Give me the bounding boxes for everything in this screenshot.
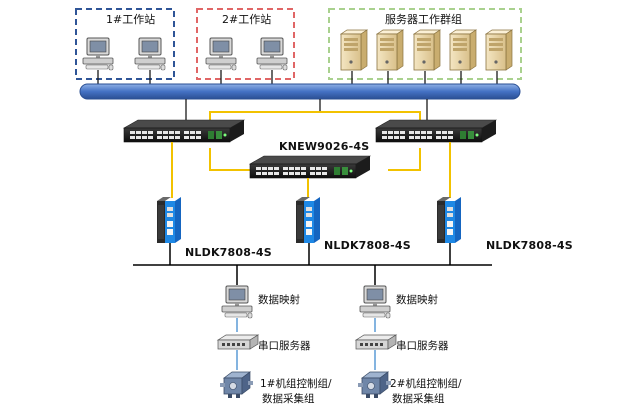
core-drop-lines [185,99,428,121]
access-switch-model-label-left: NLDK7808-4S [185,246,272,259]
unit-control-label-right-line1: 2#机组控制组/ [390,378,462,390]
unit-control-label-left-line1: 1#机组控制组/ [260,378,332,390]
workstation1-label: 1#工作站 [106,13,156,26]
data-mapping-label-right: 数据映射 [396,294,438,306]
workstation1-group-box [75,8,175,80]
core-switch-model-label: KNEW9026-4S [279,140,370,153]
unit-control-label-left-line2: 数据采集组 [262,393,315,405]
server-icon [340,29,368,71]
serial-server-icon [217,334,259,350]
server-group-box [328,8,522,80]
data-mapping-pc-icon [359,285,391,319]
workstation2-pc-icon [256,37,288,71]
field-bus [133,243,492,285]
unit-control-label-right-line2: 数据采集组 [392,393,445,405]
access-switch-model-label-right: NLDK7808-4S [486,239,573,252]
station-drop-lines [97,70,498,84]
field-chain-links [236,318,376,370]
server-icon [485,29,513,71]
workstation2-label: 2#工作站 [222,13,272,26]
access-switch-center [296,197,320,243]
data-mapping-pc-icon [221,285,253,319]
access-switch-left [157,197,181,243]
workstation2-group-box [196,8,295,80]
core-switch-left [123,119,245,143]
backbone-bus [79,83,521,100]
server-icon [449,29,477,71]
data-mapping-label-left: 数据映射 [258,294,300,306]
serial-server-label-left: 串口服务器 [258,340,311,352]
core-switch-center [249,155,371,179]
server-icon [413,29,441,71]
control-unit-icon [219,371,254,399]
serial-server-label-right: 串口服务器 [396,340,449,352]
workstation1-pc-icon [82,37,114,71]
access-switch-model-label-center: NLDK7808-4S [324,239,411,252]
serial-server-icon [355,334,397,350]
core-switch-right [375,119,497,143]
workstation2-pc-icon [205,37,237,71]
access-switch-right [437,197,461,243]
control-unit-icon [357,371,392,399]
workstation1-pc-icon [134,37,166,71]
server-group-label: 服务器工作群组 [385,13,462,26]
server-icon [376,29,404,71]
access-uplinks [171,142,451,198]
